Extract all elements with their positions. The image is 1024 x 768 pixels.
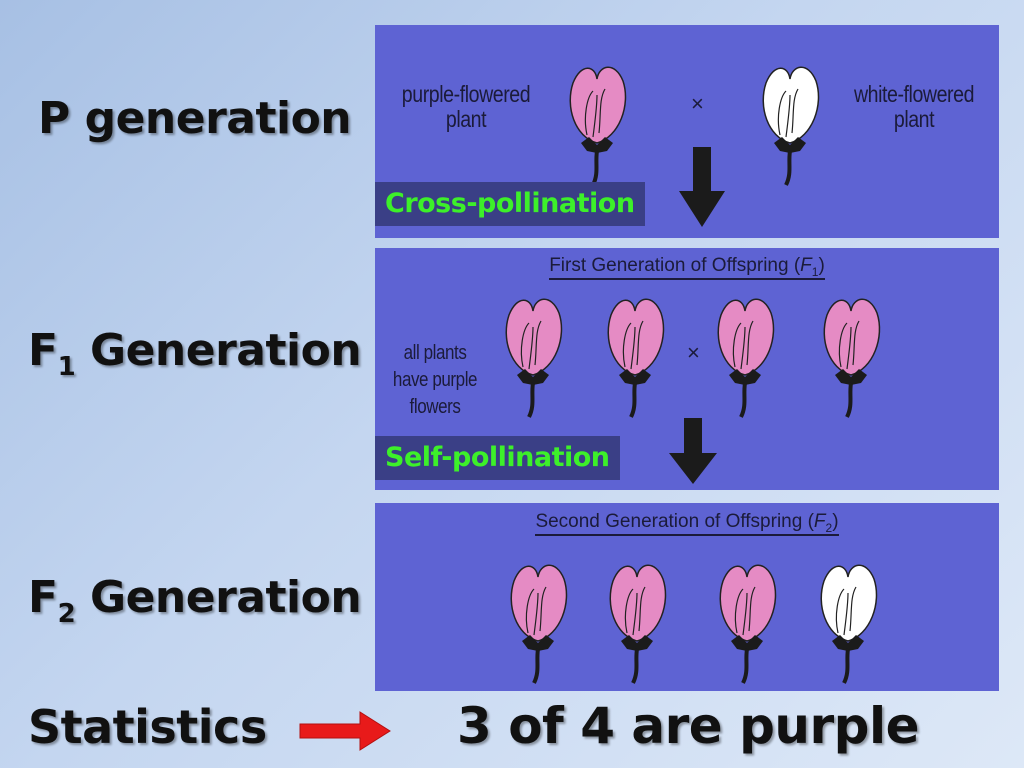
cross-pollination-callout: Cross-pollination xyxy=(375,182,645,226)
self-pollination-callout: Self-pollination xyxy=(375,436,620,480)
flower-icon xyxy=(819,563,879,685)
flower-icon xyxy=(716,297,776,419)
f1-description-line3: flowers xyxy=(409,396,461,418)
white-plant-label-line2: plant xyxy=(893,106,935,132)
flower-icon xyxy=(761,65,821,187)
statistics-label: Statistics xyxy=(28,700,267,754)
right-arrow-icon xyxy=(299,711,391,751)
flower-icon xyxy=(504,297,564,419)
f1-generation-panel: First Generation of Offspring (F1) all p… xyxy=(375,248,999,490)
purple-plant-label-line2: plant xyxy=(445,106,487,132)
f1-panel-heading: First Generation of Offspring (F1) xyxy=(549,255,825,280)
f2-subscript: 2 xyxy=(57,599,76,629)
f2-generation-label: F2 Generation xyxy=(28,572,362,629)
cross-symbol: × xyxy=(691,91,704,116)
down-arrow-icon xyxy=(669,418,717,484)
purple-plant-label: purple-flowered xyxy=(401,81,531,107)
f1-description-line1: all plants xyxy=(403,342,467,364)
flower-icon xyxy=(608,563,668,685)
flower-icon xyxy=(718,563,778,685)
f1-subscript: 1 xyxy=(57,352,76,382)
f2-word: Generation xyxy=(75,572,362,623)
flower-icon xyxy=(509,563,569,685)
f1-generation-label: F1 Generation xyxy=(28,325,362,382)
f2-letter: F xyxy=(28,572,58,623)
f1-letter: F xyxy=(28,325,58,376)
flower-icon xyxy=(568,65,628,187)
result-text: 3 of 4 are purple xyxy=(457,697,920,755)
flower-icon xyxy=(822,297,882,419)
f1-description-line2: have purple xyxy=(392,369,478,391)
f2-panel-heading: Second Generation of Offspring (F2) xyxy=(535,511,839,536)
f2-generation-panel: Second Generation of Offspring (F2) xyxy=(375,503,999,691)
p-generation-label: P generation xyxy=(38,93,352,144)
f1-word: Generation xyxy=(75,325,362,376)
p-generation-panel: purple-flowered plant × white-flowered p… xyxy=(375,25,999,238)
flower-icon xyxy=(606,297,666,419)
cross-symbol: × xyxy=(687,340,700,365)
down-arrow-icon xyxy=(679,147,725,227)
white-plant-label: white-flowered xyxy=(853,81,975,107)
